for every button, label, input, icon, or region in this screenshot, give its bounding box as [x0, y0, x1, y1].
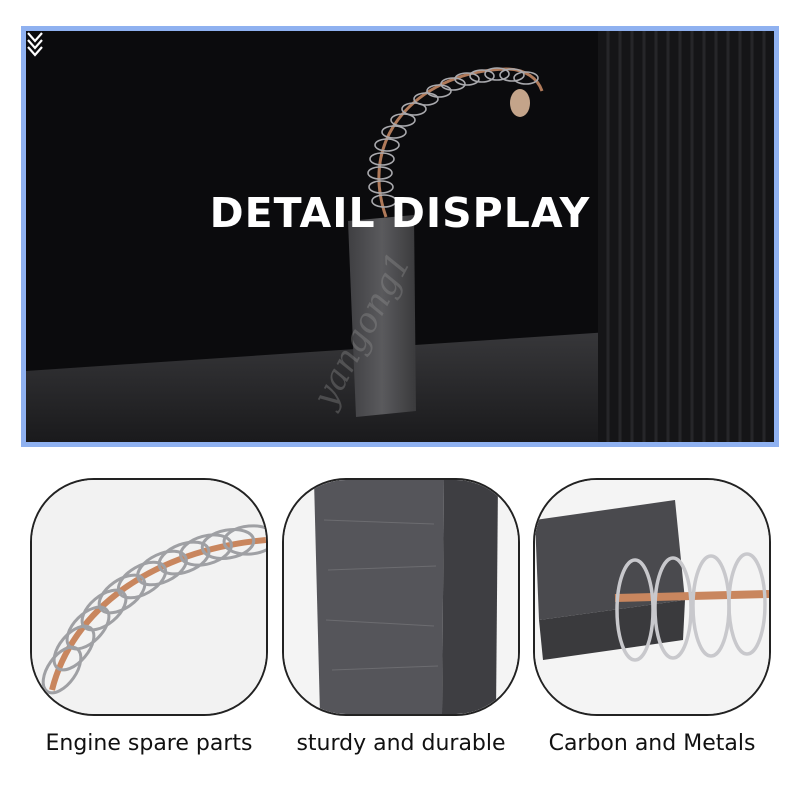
- feature-caption: Carbon and Metals: [548, 731, 756, 756]
- carbon-and-spring-image: [535, 480, 769, 714]
- feature-caption: Engine spare parts: [45, 731, 253, 756]
- carbon-block-image: [284, 480, 518, 714]
- feature-card-spring: [30, 478, 268, 716]
- spring-coil-image: [32, 480, 266, 714]
- feature-card-carbon-metal: [533, 478, 771, 716]
- banner-photo: [26, 31, 774, 442]
- banner-title: DETAIL DISPLAY: [209, 189, 591, 237]
- detail-banner: DETAIL DISPLAY: [21, 26, 779, 447]
- feature-card-carbon-block: [282, 478, 520, 716]
- double-chevron-down-icon: [27, 32, 43, 57]
- feature-caption: sturdy and durable: [296, 731, 506, 756]
